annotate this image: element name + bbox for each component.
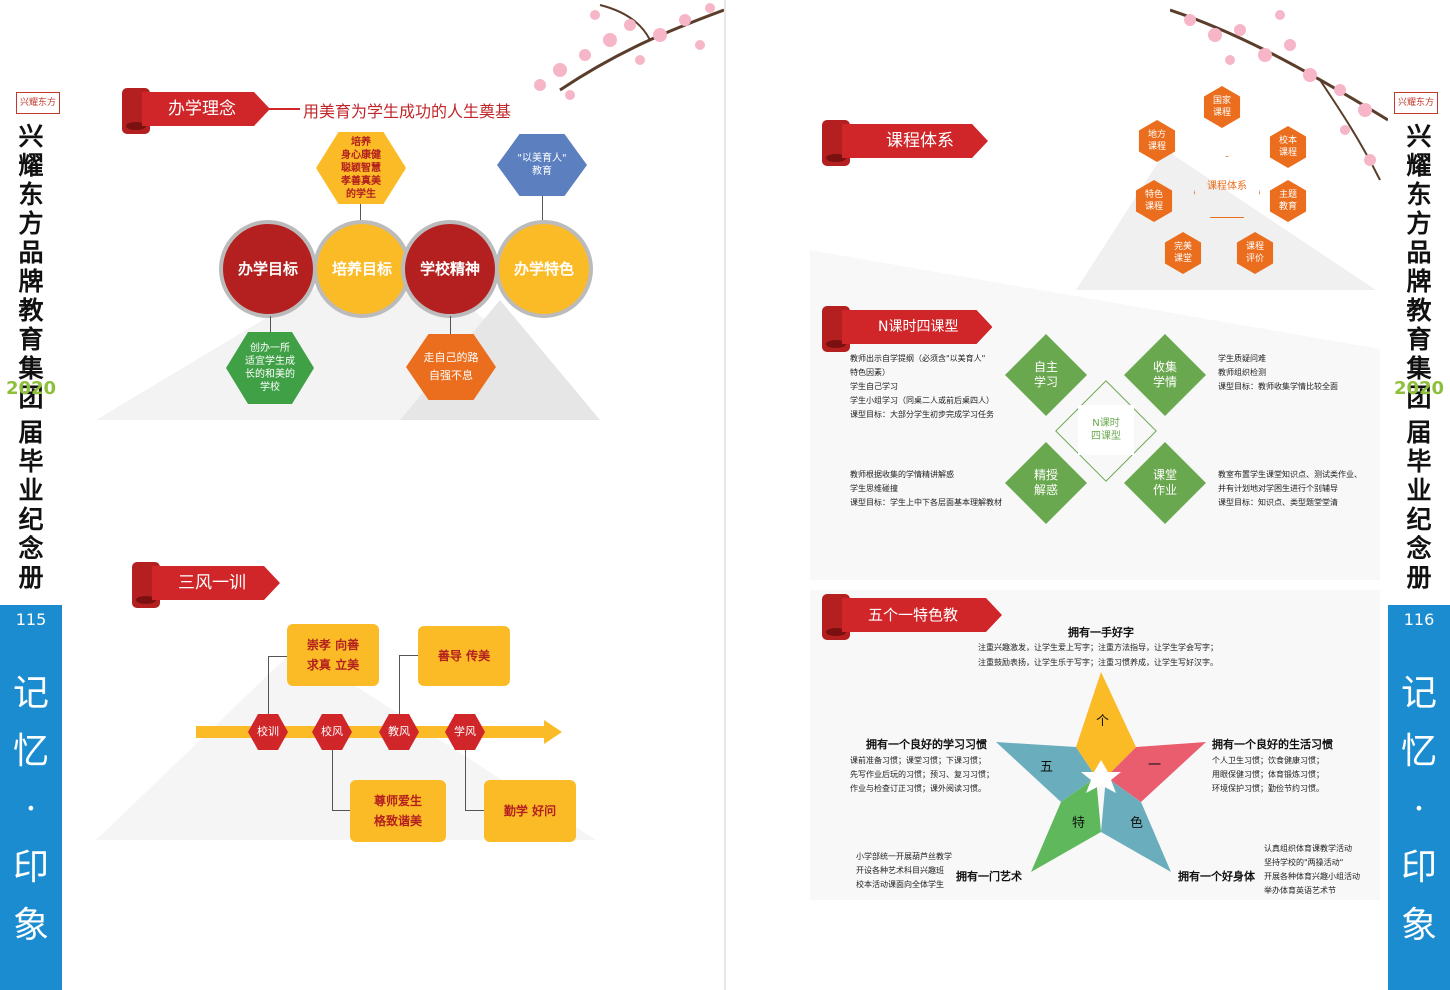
five-top-text: 注重兴趣激发，让学生爱上写字；注重方法指导，让学生学会写字； 注重鼓励表扬，让学… <box>978 643 1218 667</box>
connector <box>399 655 418 656</box>
connector <box>450 316 451 334</box>
left-sidebar: 兴耀东方 兴耀东方品牌教育集团 2020 届毕业纪念册 115 记忆·印象 <box>0 0 62 990</box>
course-tag: 课程体系 <box>822 120 1002 166</box>
vertical-subtitle: 届毕业纪念册 <box>18 418 44 592</box>
page-divider <box>724 0 726 990</box>
top-goal-hex: 培养 身心康健 聪颖智慧 孝善真美 的学生 <box>316 132 406 204</box>
blue-band <box>0 605 62 990</box>
brand-logo: 兴耀东方 <box>16 92 60 114</box>
star-se: 色 <box>1130 816 1144 831</box>
diamond-collect-label: 收集 学情 <box>1152 360 1177 389</box>
n-text-1: 教师出示自学提纲（必须含"以美育人" 特色因素） 学生自己学习 学生小组学习（同… <box>850 354 994 419</box>
connector <box>399 655 400 716</box>
five-right-title: 拥有一个良好的生活习惯 <box>1212 738 1333 751</box>
vertical-title: 兴耀东方品牌教育集团 <box>1406 122 1432 412</box>
n-center: N课时 四课型 <box>1078 405 1134 455</box>
star-wu: 五 <box>1040 760 1054 775</box>
five-tag: 五个一特色教育 <box>822 594 1002 634</box>
connector <box>268 656 287 657</box>
diamond-teach-label: 精授 解惑 <box>1033 468 1058 497</box>
diamond-self-study-label: 自主 学习 <box>1033 360 1058 389</box>
five-top-title: 拥有一手好字 <box>1068 626 1134 639</box>
right-sidebar: 兴耀东方 兴耀东方品牌教育集团 2020 届毕业纪念册 116 记忆·印象 <box>1388 0 1450 990</box>
five-left-text: 课前准备习惯；课堂习惯；下课习惯； 先写作业后玩的习惯；预习、复习习惯； 作业与… <box>850 756 994 793</box>
motto-box: 崇孝 向善 求真 立美 <box>287 624 379 686</box>
year-label: 2020 <box>1393 378 1445 399</box>
spirit-hex: 走自己的路 自强不息 <box>406 334 496 400</box>
circle-school-spirit: 学校精神 <box>401 220 499 318</box>
five-bl-title: 拥有一门艺术 <box>956 870 1022 883</box>
star-yi: 一 <box>1148 758 1162 773</box>
connector <box>332 750 333 810</box>
n-text-3: 教师根据收集的学情精讲解惑 学生思维碰撞 课型目标：学生上中下各层面基本理解教材 <box>850 470 1002 507</box>
page-number: 115 <box>15 610 47 629</box>
connector <box>542 196 543 220</box>
memo-text: 记忆·印象 <box>1400 673 1437 946</box>
n-lesson-tag: N课时四课型 <box>822 306 1002 352</box>
feature-hex: "以美育人" 教育 <box>497 134 587 196</box>
year-label: 2020 <box>5 378 57 399</box>
five-right-text: 个人卫生习惯；饮食健康习惯； 用眼保健习惯；体育锻炼习惯； 环境保护习惯；勤俭节… <box>1212 756 1324 793</box>
school-style-box: 尊师爱生 格致谐美 <box>350 780 446 842</box>
five-br-text: 认真组织体育课教学活动 坚持学校的"两操活动" 开展各种体育兴趣小组活动 举办体… <box>1264 844 1360 895</box>
brand-logo: 兴耀东方 <box>1394 92 1438 114</box>
memo-text: 记忆·印象 <box>12 673 49 946</box>
circle-school-goal: 办学目标 <box>219 220 317 318</box>
connector <box>465 810 484 811</box>
blue-band <box>1388 605 1450 990</box>
three-winds-tag: 三风一训 <box>132 562 292 608</box>
blossom-branch-right <box>1170 8 1388 181</box>
node-study-style: 学风 <box>445 714 485 750</box>
connector <box>268 656 269 716</box>
philosophy-tag: 办学理念 <box>122 88 292 134</box>
vertical-subtitle: 届毕业纪念册 <box>1406 418 1432 592</box>
five-br-title: 拥有一个好身体 <box>1178 870 1255 883</box>
circle-school-feature: 办学特色 <box>495 220 593 318</box>
connector <box>332 810 350 811</box>
five-bl-text: 小学部统一开展葫芦丝教学 开设各种艺术科目兴趣班 校本活动课面向全体学生 <box>856 852 952 889</box>
teaching-box: 善导 传美 <box>418 626 510 686</box>
connector <box>465 750 466 810</box>
motto-line <box>262 108 300 110</box>
connector <box>360 204 361 220</box>
motto-text: 用美育为学生成功的人生奠基 <box>303 102 512 121</box>
star-ge: 个 <box>1096 714 1110 729</box>
arrow-head <box>544 720 562 744</box>
vertical-title: 兴耀东方品牌教育集团 <box>18 122 44 412</box>
blossom-branch-left <box>534 3 724 100</box>
circle-training-goal: 培养目标 <box>313 220 411 318</box>
connector <box>270 316 271 332</box>
diamond-homework-label: 课堂 作业 <box>1152 468 1177 497</box>
star-te: 特 <box>1072 816 1086 831</box>
five-star-puzzle <box>996 672 1206 872</box>
n-text-4: 教室布置学生课堂知识点、测试类作业、 并有计划地对学困生进行个别辅导 课型目标：… <box>1218 470 1362 507</box>
study-style-box: 勤学 好问 <box>484 780 576 842</box>
five-left-title: 拥有一个良好的学习习惯 <box>866 738 987 751</box>
n-text-2: 学生质疑问难 教师组织检测 课型目标：教师收集学情比较全面 <box>1218 354 1338 391</box>
page-number: 116 <box>1403 610 1435 629</box>
